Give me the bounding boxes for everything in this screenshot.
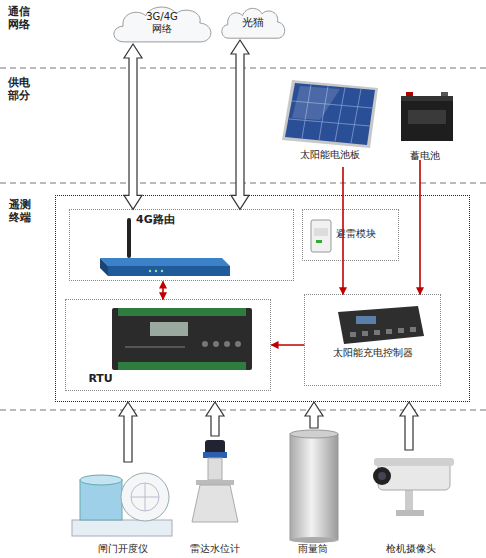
solar-panel-picture (282, 80, 378, 148)
gate-meter: 闸门开度仪 (68, 462, 178, 556)
block-arrow (124, 44, 142, 209)
battery-picture (401, 92, 453, 141)
power-arrow (419, 160, 421, 294)
power-arrow (271, 344, 304, 346)
node-label: 避雷模块 (336, 228, 398, 240)
section-divider (0, 68, 486, 410)
node-label: 闸门开度仪 (68, 543, 178, 555)
battery: 蓄电池 (392, 88, 462, 160)
cloud-shape (114, 7, 211, 42)
node-label: 枪机摄像头 (365, 543, 457, 555)
camera: 枪机摄像头 (365, 450, 457, 556)
router-box: 4G路由 (69, 209, 294, 281)
rain-gauge-picture (290, 430, 338, 543)
radar-level-gauge: 雷达水位计 (186, 436, 244, 556)
network-cloud: 光猫 (218, 4, 288, 40)
router-picture (100, 218, 230, 276)
surge-module-box: 避雷模块 (302, 209, 399, 261)
rtu-box: RTU (65, 299, 271, 391)
camera-picture (373, 458, 454, 516)
node-label: 雷达水位计 (176, 543, 254, 555)
block-arrow (400, 402, 418, 450)
radar-gauge-picture (192, 440, 238, 522)
node-label: RTU (88, 372, 128, 385)
surge-module-picture (311, 220, 331, 252)
block-arrow (206, 402, 224, 436)
gate-meter-picture (72, 473, 172, 536)
node-label: 4G路由 (70, 213, 240, 226)
block-arrow (119, 402, 137, 462)
node-label: 太阳能电池板 (295, 149, 365, 161)
power-arrow (162, 281, 164, 299)
node-label: 遥测终端 (9, 198, 33, 224)
charge-controller-box: 太阳能充电控制器 (304, 294, 441, 386)
node-label: 蓄电池 (392, 150, 458, 162)
solar-panel: 太阳能电池板 (275, 75, 385, 167)
section-label: 通信网络 (8, 5, 32, 31)
node-label: 3G/4G 网络 (144, 11, 180, 35)
block-arrow (305, 402, 323, 428)
network-cloud: 3G/4G 网络 (108, 2, 216, 44)
charge-controller-picture (338, 306, 424, 344)
node-label: 太阳能充电控制器 (305, 347, 440, 359)
node-label: 光猫 (218, 16, 288, 29)
section-label: 供电部分 (8, 76, 32, 102)
rain-gauge: 雨量筒 (282, 428, 344, 556)
block-arrow (231, 40, 249, 209)
terminal-box: 遥测终端4G路由避雷模块RTU太阳能充电控制器 (55, 195, 470, 402)
node-label: 雨量筒 (282, 543, 344, 555)
rtu-picture (112, 308, 252, 370)
